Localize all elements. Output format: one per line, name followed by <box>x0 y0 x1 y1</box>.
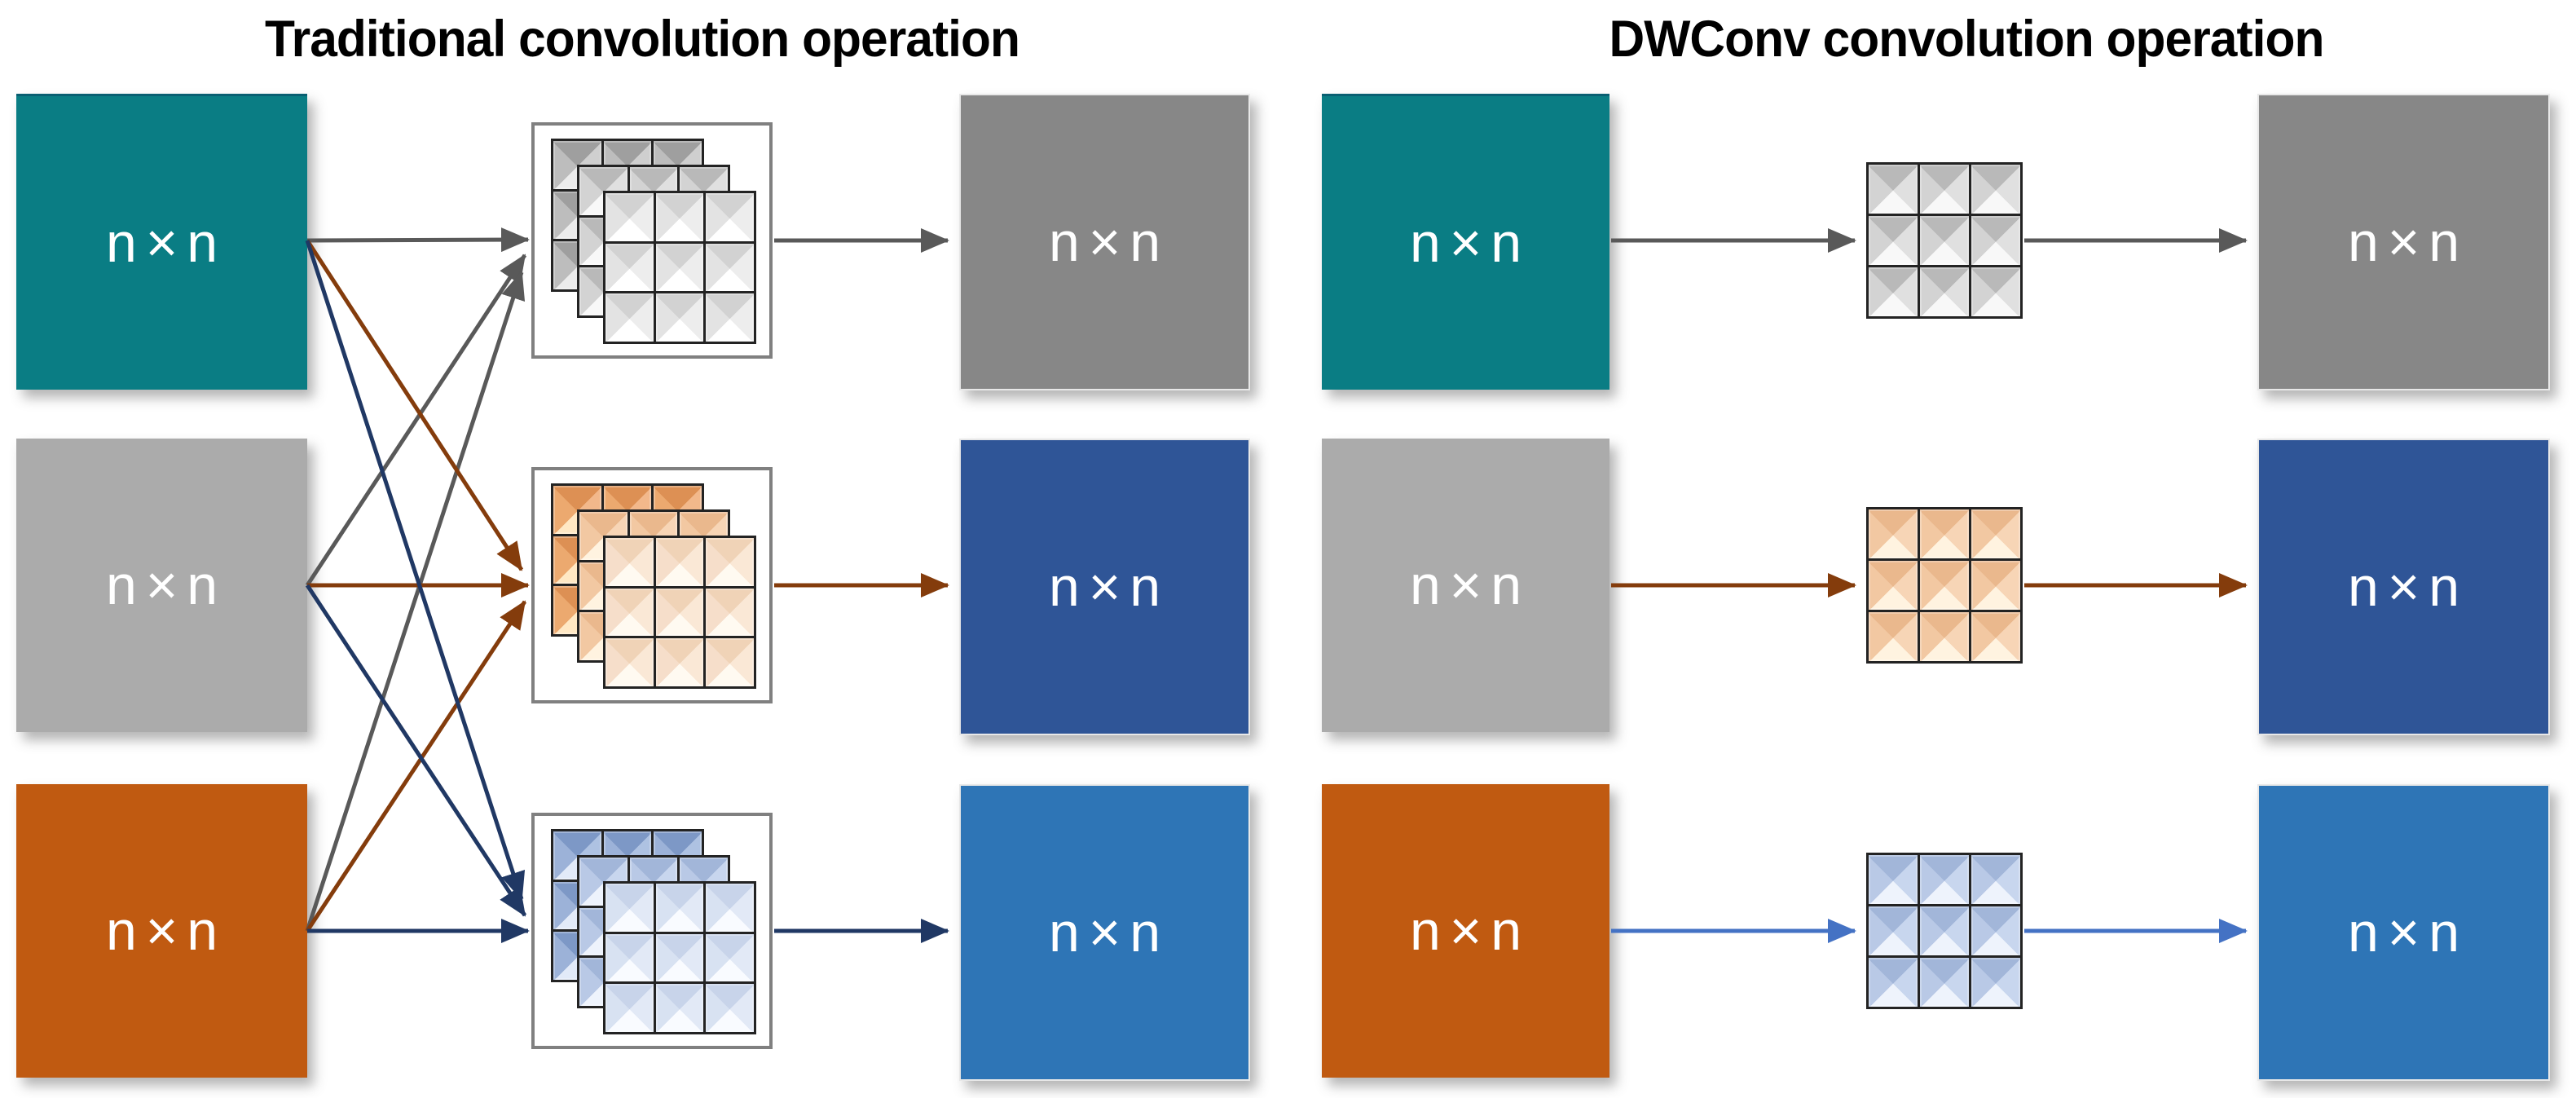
kernel-cell <box>1920 509 1969 558</box>
kernel-cell <box>1869 216 1918 265</box>
kernel-cell <box>706 984 754 1032</box>
kernel-cell <box>706 588 754 637</box>
kernel-cell <box>605 884 654 932</box>
left-output-feature-map-3: n×n <box>959 784 1250 1081</box>
kernel-cell <box>1971 216 2020 265</box>
right-output-feature-map-3: n×n <box>2257 784 2550 1081</box>
kernel-cell <box>706 193 754 241</box>
kernel-cell <box>1920 267 1969 316</box>
kernel-cell <box>1920 165 1969 214</box>
kernel-cell <box>706 638 754 686</box>
input-size-label: n×n <box>1409 554 1530 616</box>
kernel-cell <box>605 193 654 241</box>
kernel-cell <box>605 588 654 637</box>
kernel-grid-blue-front <box>603 881 756 1034</box>
right-diagram-title: DWConv convolution operation <box>1609 11 2325 68</box>
left-diagram-title: Traditional convolution operation <box>265 11 1020 68</box>
kernel-cell <box>706 538 754 586</box>
kernel-cell <box>605 293 654 342</box>
kernel-cell <box>1869 855 1918 904</box>
kernel-cell <box>1869 267 1918 316</box>
kernel-cell <box>1920 855 1969 904</box>
kernel-cell <box>706 933 754 982</box>
kernel-cell <box>1971 855 2020 904</box>
left-input-feature-map-1: n×n <box>16 94 307 390</box>
right-output-feature-map-2: n×n <box>2257 439 2550 735</box>
kernel-cell <box>1869 958 1918 1007</box>
dw-blue-kernel <box>1866 853 2023 1009</box>
kernel-cell <box>1971 906 2020 955</box>
kernel-cell <box>605 243 654 292</box>
dw-gray-kernel <box>1866 162 2023 319</box>
kernel-cell <box>706 884 754 932</box>
kernel-cell <box>655 293 704 342</box>
kernel-cell <box>1920 612 1969 661</box>
kernel-cell <box>706 293 754 342</box>
kernel-cell <box>605 984 654 1032</box>
arrow-input3-to-orange-stack <box>305 600 527 933</box>
kernel-cell <box>1869 509 1918 558</box>
kernel-cell <box>605 933 654 982</box>
gray-kernel-stack-box <box>531 122 773 359</box>
kernel-cell <box>1971 612 2020 661</box>
input-size-label: n×n <box>105 212 227 274</box>
kernel-cell <box>1869 906 1918 955</box>
orange-kernel-stack-box <box>531 467 773 703</box>
left-input-feature-map-2: n×n <box>16 439 307 732</box>
kernel-cell <box>655 243 704 292</box>
arrow-input1-to-blue-stack <box>305 240 526 901</box>
output-size-label: n×n <box>1048 556 1169 618</box>
kernel-cell <box>1869 612 1918 661</box>
output-size-label: n×n <box>2347 211 2468 273</box>
kernel-grid-gray-front <box>603 191 756 344</box>
input-size-label: n×n <box>105 900 227 962</box>
kernel-cell <box>706 243 754 292</box>
kernel-cell <box>1869 561 1918 610</box>
kernel-cell <box>655 984 704 1032</box>
left-output-feature-map-2: n×n <box>959 439 1250 735</box>
left-input-feature-map-3: n×n <box>16 784 307 1078</box>
kernel-cell <box>1971 165 2020 214</box>
kernel-cell <box>1920 561 1969 610</box>
dw-orange-kernel <box>1866 507 2023 664</box>
input-size-label: n×n <box>1409 900 1530 962</box>
output-size-label: n×n <box>1048 211 1169 273</box>
input-size-label: n×n <box>1409 212 1530 274</box>
left-output-feature-map-1: n×n <box>959 94 1250 390</box>
kernel-cell <box>1920 906 1969 955</box>
kernel-cell <box>1971 267 2020 316</box>
right-output-feature-map-1: n×n <box>2257 94 2550 390</box>
kernel-cell <box>1971 958 2020 1007</box>
right-input-feature-map-2: n×n <box>1322 439 1609 732</box>
kernel-cell <box>1971 509 2020 558</box>
kernel-cell <box>605 638 654 686</box>
arrow-input1-to-orange-stack <box>305 239 524 571</box>
output-size-label: n×n <box>2347 902 2468 964</box>
kernel-cell <box>1869 165 1918 214</box>
output-size-label: n×n <box>1048 902 1169 964</box>
arrow-input2-to-blue-stack <box>305 584 527 917</box>
kernel-cell <box>655 933 704 982</box>
kernel-cell <box>655 588 704 637</box>
kernel-cell <box>655 538 704 586</box>
kernel-cell <box>1920 216 1969 265</box>
right-input-feature-map-1: n×n <box>1322 94 1609 390</box>
kernel-cell <box>605 538 654 586</box>
blue-kernel-stack-box <box>531 813 773 1049</box>
kernel-cell <box>1920 958 1969 1007</box>
kernel-grid-orange-front <box>603 536 756 689</box>
arrow-input2-to-gray-stack <box>305 254 527 587</box>
kernel-cell <box>655 638 704 686</box>
kernel-cell <box>655 193 704 241</box>
output-size-label: n×n <box>2347 556 2468 618</box>
right-input-feature-map-3: n×n <box>1322 784 1609 1078</box>
input-size-label: n×n <box>105 554 227 616</box>
kernel-cell <box>1971 561 2020 610</box>
kernel-cell <box>655 884 704 932</box>
arrow-input3-to-gray-stack <box>305 271 526 932</box>
